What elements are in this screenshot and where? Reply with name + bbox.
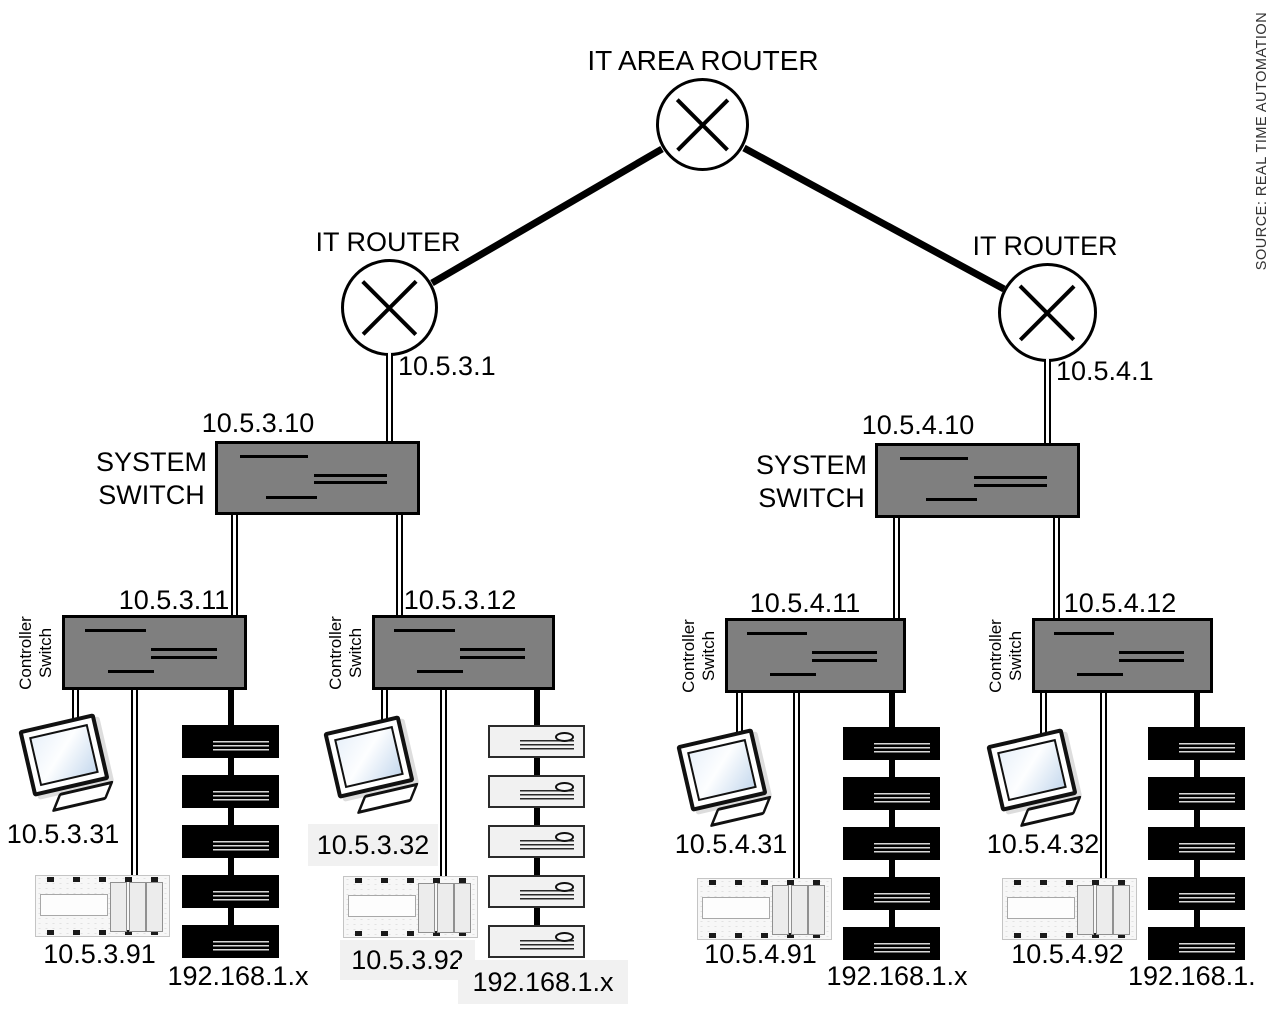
workstation-3-ip: 10.5.4.31 [674,829,788,859]
system-switch-right-label: SYSTEM SWITCH [755,450,868,513]
controller-switch-3-icon [725,618,906,693]
controller-switch-2-icon [372,615,555,690]
link-cs3-stack [889,692,895,941]
it-router-right-ip: 10.5.4.1 [1056,356,1154,386]
link-sysswitch-cs1 [231,514,238,616]
controller-switch-4-icon [1032,618,1213,693]
controller-switch-1-icon [62,615,247,690]
link-cs4-workstation [1040,692,1047,744]
link-cs3-workstation [736,692,743,744]
link-cs1-controller [131,689,138,876]
workstation-3-icon [676,728,776,833]
link-cs1-stack [228,689,234,941]
link-cs3-controller [793,692,800,879]
link-sysswitch-cs3 [893,517,900,619]
system-switch-left-icon [215,441,420,515]
controller-1-icon [35,875,170,937]
link-router-sysswitch-left [386,353,393,442]
link-cs2-workstation [381,689,388,739]
controller-switch-1-label: Controller Switch [16,616,55,690]
workstation-1-ip: 10.5.3.31 [6,819,120,849]
device-network-3: 192.168.1.x [826,961,968,991]
workstation-2-ip: 10.5.3.32 [308,824,438,866]
controller-2-icon [343,876,478,938]
link-sysswitch-cs2 [396,514,403,616]
area-router-label: IT AREA ROUTER [587,45,819,76]
controller-switch-1-ip: 10.5.3.11 [118,585,230,615]
uplink-line-right [742,144,1006,293]
it-router-right-icon [998,263,1097,362]
controller-switch-3-label: Controller Switch [679,619,718,693]
device-network-1: 192.168.1.x [167,961,309,991]
workstation-4-icon [986,728,1086,833]
link-cs4-controller [1100,692,1107,879]
link-cs4-stack [1194,692,1200,941]
source-credit: SOURCE: REAL TIME AUTOMATION [1254,11,1270,271]
link-cs2-controller [440,689,447,877]
controller-2-ip: 10.5.3.92 [340,940,475,980]
it-router-left-ip: 10.5.3.1 [398,351,496,381]
device-network-2: 192.168.1.x [458,960,628,1004]
controller-1-ip: 10.5.3.91 [43,939,156,969]
link-sysswitch-cs4 [1053,517,1060,619]
controller-3-ip: 10.5.4.91 [704,939,817,969]
controller-switch-4-ip: 10.5.4.12 [1063,588,1177,618]
workstation-4-ip: 10.5.4.32 [986,829,1100,859]
link-cs2-stack [534,689,540,941]
workstation-2-icon [323,715,423,820]
controller-3-icon [697,878,832,940]
device-network-4: 192.168.1. [1128,961,1256,991]
controller-4-icon [1002,878,1137,940]
controller-switch-2-ip: 10.5.3.12 [403,585,517,615]
controller-4-ip: 10.5.4.92 [1011,939,1124,969]
link-router-sysswitch-right [1044,359,1051,444]
controller-switch-3-ip: 10.5.4.11 [749,588,861,618]
it-router-left-label: IT ROUTER [315,227,461,257]
system-switch-right-icon [875,443,1080,518]
it-router-right-label: IT ROUTER [972,231,1118,261]
system-switch-left-label: SYSTEM SWITCH [95,447,208,510]
system-switch-left-ip: 10.5.3.10 [201,408,315,438]
system-switch-right-ip: 10.5.4.10 [861,410,975,440]
workstation-1-icon [18,713,118,818]
area-router-icon [656,78,749,171]
link-cs1-workstation [72,689,79,739]
controller-switch-4-label: Controller Switch [986,619,1025,693]
uplink-line-left [430,145,664,287]
it-router-left-icon [341,259,438,356]
controller-switch-2-label: Controller Switch [326,616,365,690]
